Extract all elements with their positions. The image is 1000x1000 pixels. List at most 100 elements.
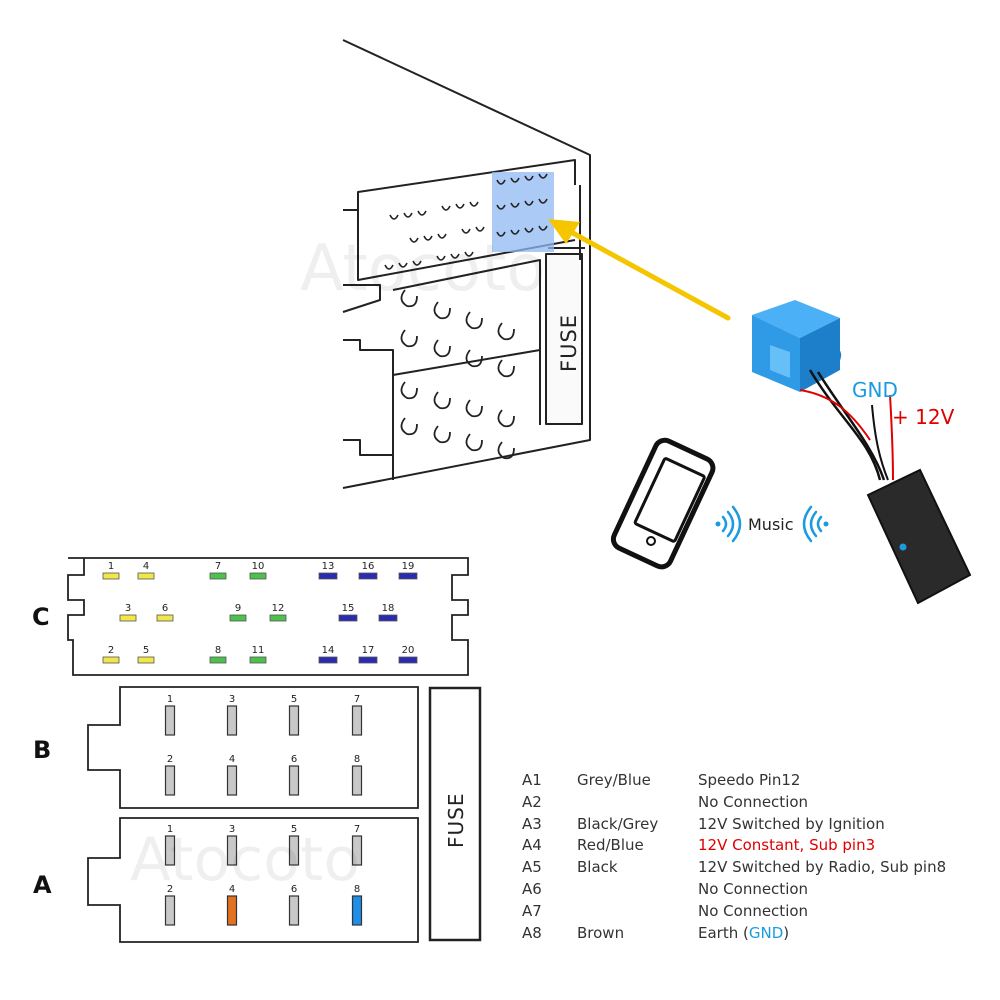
connector-a-pin-6 [288,895,300,926]
connector-c-pin-4 [137,572,155,580]
connector-c-pin-label: 1 [108,561,114,572]
fuse-box [428,686,482,942]
connector-c-pin-label: 6 [162,603,168,614]
pin-row-a3: A3 Black/Grey 12V Switched by Ignition [522,814,992,836]
bluetooth-connector [752,300,842,392]
connector-c [67,557,469,676]
watermark-bottom: Atocoto [130,825,360,895]
connector-a-pin-label: 5 [291,824,297,835]
pin-row-a8: A8 Brown Earth (GND) [522,923,992,945]
pin-id: A7 [522,901,542,920]
connector-c-pin-label: 7 [215,561,221,572]
connector-c-pin-8 [209,656,227,664]
head-unit-fuse-label: FUSE [557,314,581,372]
connector-c-pin-label: 12 [272,603,285,614]
connector-c-pin-6 [156,614,174,622]
wire-color: Black/Grey [577,814,659,833]
wire-color: Grey/Blue [577,771,651,789]
connector-b-label: B [33,736,51,764]
connector-a-pin-label: 7 [354,824,360,835]
connector-a-pin-label: 1 [167,824,173,835]
bluetooth-receiver [866,468,972,605]
pin-row-a7: A7 No Connection [522,901,992,923]
head-unit-big-sockets [400,289,515,460]
pin-row-a4: A4 Red/Blue 12V Constant, Sub pin3 [522,835,992,857]
connector-c-pin-3 [119,614,137,622]
connector-a-pin-8 [351,895,363,926]
connector-a-pin-label: 6 [291,884,297,895]
pin-function: No Connection [698,901,809,920]
connector-c-pin-15 [338,614,358,622]
insert-arrow [548,219,731,321]
smartphone-icon [610,437,716,570]
wire-color: Brown [577,923,625,942]
pin-id: A1 [522,771,542,789]
connector-c-pin-label: 13 [322,561,335,572]
connector-b-pin-3 [226,705,238,736]
connector-c-label: C [32,603,50,631]
connector-b-pin-label: 1 [167,694,173,705]
pin-id: A8 [522,923,542,942]
connector-c-pin-1 [102,572,120,580]
connector-c-pin-7 [209,572,227,580]
connector-b-pin-8 [351,765,363,796]
connector-c-pin-label: 16 [362,561,375,572]
fuse-box-label: FUSE [444,793,468,848]
connector-c-pin-label: 14 [322,645,335,656]
wire-color: Black [577,858,618,877]
connector-b-pin-7 [351,705,363,736]
connector-a-pin-label: 3 [229,824,235,835]
connector-c-pin-label: 9 [235,603,241,614]
connector-c-pin-9 [229,614,247,622]
connector-a-label: A [33,871,52,899]
connector-c-pin-14 [318,656,338,664]
connector-c-pin-label: 5 [143,645,149,656]
connector-a-pin-label: 4 [229,884,235,895]
connector-c-pin-5 [137,656,155,664]
gnd-highlight: GND [748,923,784,942]
pin-function: 12V Constant, Sub pin3 [698,836,876,855]
connector-b-pin-label: 6 [291,754,297,765]
gnd-label: GND [852,378,898,402]
connector-a-pin-4 [226,895,238,926]
connector-c-pin-13 [318,572,338,580]
connector-c-pin-19 [398,572,418,580]
module-wires [799,369,894,481]
connector-c-pin-16 [358,572,378,580]
pin-id: A3 [522,814,542,833]
target-slot-highlight [492,172,554,252]
connector-c-pin-label: 2 [108,645,114,656]
pin-function: Earth (GND) [698,923,790,942]
pin-id: A4 [522,836,542,855]
head-unit-sketch [342,39,591,489]
connector-b-pin-6 [288,765,300,796]
watermark-top: Atocoto [300,232,546,306]
connector-a-pins: 1 3 5 7 2 4 6 8 [164,824,363,926]
connector-c-pin-label: 11 [252,645,265,656]
connector-c-pin-label: 18 [382,603,395,614]
connector-c-pin-20 [398,656,418,664]
connector-c-pin-label: 4 [143,561,149,572]
connector-a-pin-label: 2 [167,884,173,895]
music-label: Music [748,515,794,534]
connector-a-pin-label: 8 [354,884,360,895]
connector-b-pin-label: 3 [229,694,235,705]
connector-b-pin-1 [164,705,176,736]
pin-function: 12V Switched by Ignition [698,814,885,833]
pin-function: Speedo Pin12 [698,771,801,789]
connector-b-pin-2 [164,765,176,796]
pin-function: 12V Switched by Radio, Sub pin8 [698,858,947,877]
head-unit-sockets [384,173,548,270]
connector-a-pin-5 [288,835,300,866]
connector-c-pin-12 [269,614,287,622]
wire-color: Red/Blue [577,836,644,855]
connector-a-pin-3 [226,835,238,866]
connector-c-pin-label: 20 [402,645,415,656]
connector-c-pin-label: 17 [362,645,375,656]
pin-function: No Connection [698,792,809,811]
